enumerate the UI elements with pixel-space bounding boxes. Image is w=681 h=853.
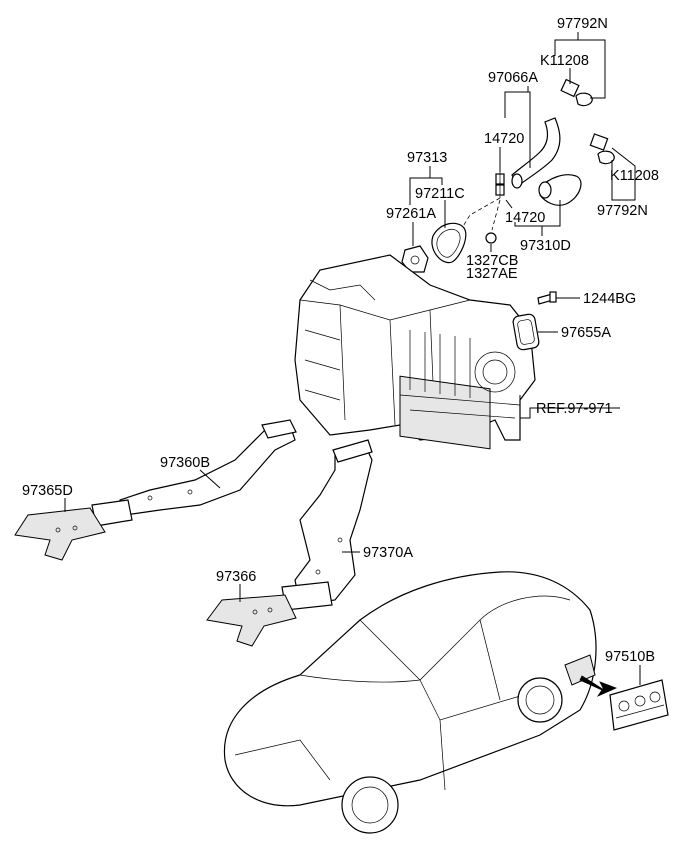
label-97261a: 97261A	[386, 206, 436, 222]
label-97792n-top: 97792N	[557, 16, 608, 32]
hose-end-lower	[538, 181, 552, 199]
label-1327cb: 1327CB	[466, 253, 518, 269]
heater-hose-lower	[539, 174, 582, 206]
label-k11208-right: K11208	[610, 168, 659, 184]
clip-k11208-top	[560, 78, 593, 107]
label-97370a: 97370A	[363, 545, 413, 561]
label-ref-97-971: REF.97-971	[536, 401, 613, 417]
label-1327ae: 1327AE	[466, 266, 518, 282]
duct-97360b	[91, 419, 297, 527]
car-illustration	[223, 571, 597, 834]
arrow-to-panel	[579, 675, 618, 697]
label-97510b: 97510B	[605, 649, 655, 665]
label-97313: 97313	[407, 150, 447, 166]
label-97360b: 97360B	[160, 455, 210, 471]
duct-97370a	[281, 439, 373, 611]
label-1244bg: 1244BG	[583, 291, 636, 307]
hose-end-upper	[511, 173, 523, 189]
screw-1244bg	[537, 291, 557, 305]
part-labels: 97792N K11208 97066A 14720 97313 97211C …	[22, 16, 659, 665]
hvac-unit	[294, 254, 536, 450]
pad-97366	[206, 594, 297, 647]
label-k11208-top: K11208	[540, 53, 589, 69]
heater-hose-upper	[511, 117, 561, 187]
clip-k11208-right	[589, 133, 615, 165]
hose-assembly	[461, 78, 615, 244]
label-97792n-right: 97792N	[597, 203, 648, 219]
seal-97211c	[431, 222, 467, 264]
label-97211c: 97211C	[415, 186, 465, 202]
label-97655a: 97655A	[561, 325, 611, 341]
label-97066a: 97066A	[488, 70, 538, 86]
pad-97365d	[14, 507, 106, 561]
label-97365d: 97365D	[22, 483, 73, 499]
leader-lines	[64, 32, 641, 685]
label-14720-upper: 14720	[484, 131, 524, 147]
hose-clamp-lower	[495, 182, 505, 198]
label-14720-lower: 14720	[505, 210, 545, 226]
nut-1327cb	[485, 232, 497, 244]
control-panel-97510b	[609, 679, 669, 731]
seal-97261a	[401, 245, 429, 273]
label-97366: 97366	[216, 569, 256, 585]
label-97310d: 97310D	[520, 238, 571, 254]
gasket-97655a	[512, 313, 540, 351]
